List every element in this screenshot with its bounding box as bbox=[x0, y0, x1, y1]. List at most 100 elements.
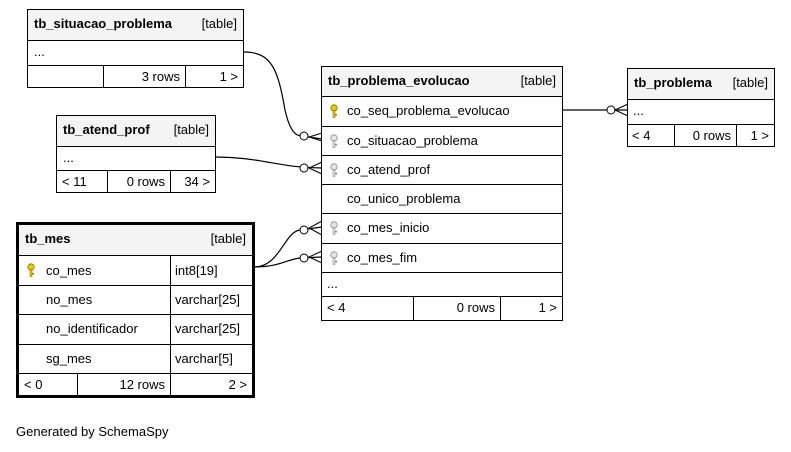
children-count[interactable]: 1 > bbox=[538, 300, 557, 315]
table-header: tb_problema [table] bbox=[628, 69, 774, 99]
table-header: tb_mes [table] bbox=[19, 225, 252, 255]
column-name: co_mes_inicio bbox=[347, 220, 430, 235]
ellipsis-row: ... bbox=[322, 272, 562, 296]
relation-crowfoot bbox=[613, 103, 629, 117]
primary-key-icon bbox=[27, 263, 35, 277]
relation-end-circle bbox=[299, 131, 309, 141]
table-type-tag: [table] bbox=[732, 75, 768, 90]
column-row[interactable]: co_atend_prof bbox=[322, 155, 562, 184]
column-name: co_atend_prof bbox=[347, 162, 431, 177]
ellipsis-row: ... bbox=[628, 99, 774, 124]
table-type-tag: [table] bbox=[201, 16, 237, 31]
column-name-cell: sg_mes bbox=[19, 345, 171, 373]
footer-row: < 4 0 rows 1 > bbox=[322, 296, 562, 320]
children-cell[interactable]: 1 > bbox=[501, 297, 562, 320]
parents-count[interactable]: < 0 bbox=[24, 377, 43, 392]
row-count-cell: 0 rows bbox=[675, 125, 737, 146]
children-count[interactable]: 1 > bbox=[750, 128, 769, 143]
column-row[interactable]: no_identificador varchar[25] bbox=[19, 314, 252, 344]
relation-crowfoot bbox=[307, 161, 323, 175]
generated-by-footer: Generated by SchemaSpy bbox=[16, 424, 169, 439]
parents-cell bbox=[28, 66, 104, 87]
table-tb-atend-prof[interactable]: tb_atend_prof [table] ... < 11 0 rows 34… bbox=[56, 115, 216, 193]
row-count-cell: 0 rows bbox=[108, 171, 171, 192]
table-header: tb_atend_prof [table] bbox=[57, 116, 215, 146]
column-row[interactable]: co_mes_fim bbox=[322, 243, 562, 272]
table-header: tb_situacao_problema [table] bbox=[28, 10, 243, 40]
row-count: 0 rows bbox=[456, 300, 495, 315]
relation-crowfoot bbox=[307, 132, 323, 142]
footer-row: < 0 12 rows 2 > bbox=[19, 373, 252, 395]
children-count[interactable]: 1 > bbox=[219, 69, 238, 84]
footer-row: 3 rows 1 > bbox=[28, 65, 243, 87]
column-name: no_identificador bbox=[46, 321, 138, 336]
table-tb-situacao-problema[interactable]: tb_situacao_problema [table] ... 3 rows … bbox=[27, 9, 244, 88]
table-name[interactable]: tb_problema bbox=[634, 75, 713, 90]
table-name[interactable]: tb_atend_prof bbox=[63, 122, 150, 137]
parents-cell[interactable]: < 4 bbox=[322, 297, 414, 320]
foreign-key-icon bbox=[330, 163, 338, 177]
footer-row: < 4 0 rows 1 > bbox=[628, 124, 774, 146]
parents-count[interactable]: < 4 bbox=[632, 128, 651, 143]
parents-cell[interactable]: < 11 bbox=[57, 171, 108, 192]
row-count: 0 rows bbox=[126, 174, 165, 189]
table-tb-problema[interactable]: tb_problema [table] ... < 4 0 rows 1 > bbox=[627, 68, 775, 147]
table-type-tag: [table] bbox=[520, 73, 556, 88]
relation-crowfoot bbox=[307, 220, 323, 236]
column-row[interactable]: co_situacao_problema bbox=[322, 126, 562, 155]
row-count-cell: 12 rows bbox=[78, 374, 171, 395]
parents-count[interactable]: < 11 bbox=[62, 174, 87, 189]
parents-cell[interactable]: < 4 bbox=[628, 125, 675, 146]
primary-key-icon bbox=[330, 104, 338, 118]
ellipsis-text: ... bbox=[633, 103, 644, 118]
relation-end-circle bbox=[299, 163, 309, 173]
column-row[interactable]: co_mes int8[19] bbox=[19, 255, 252, 285]
column-name: co_mes bbox=[46, 263, 92, 278]
parents-cell[interactable]: < 0 bbox=[19, 374, 78, 395]
column-name-cell: no_identificador bbox=[19, 315, 171, 344]
column-type-cell: varchar[25] bbox=[171, 286, 252, 314]
column-row[interactable]: sg_mes varchar[5] bbox=[19, 344, 252, 373]
column-type-cell: varchar[25] bbox=[171, 315, 252, 344]
children-cell[interactable]: 1 > bbox=[737, 125, 774, 146]
children-cell[interactable]: 1 > bbox=[186, 66, 243, 87]
table-tb-problema-evolucao[interactable]: tb_problema_evolucao [table] co_seq_prob… bbox=[321, 66, 563, 321]
children-count[interactable]: 2 > bbox=[228, 377, 247, 392]
row-count: 3 rows bbox=[141, 69, 180, 84]
children-cell[interactable]: 2 > bbox=[171, 374, 252, 395]
table-type-tag: [table] bbox=[173, 122, 209, 137]
column-name: sg_mes bbox=[46, 351, 92, 366]
ellipsis-text: ... bbox=[63, 150, 74, 165]
ellipsis-row: ... bbox=[57, 146, 215, 170]
column-name-cell: no_mes bbox=[19, 286, 171, 314]
column-row[interactable]: no_mes varchar[25] bbox=[19, 285, 252, 314]
ellipsis-text: ... bbox=[327, 276, 338, 291]
column-row[interactable]: co_unico_problema bbox=[322, 184, 562, 213]
table-name[interactable]: tb_mes bbox=[25, 231, 71, 246]
column-type-cell: varchar[5] bbox=[171, 345, 252, 373]
footer-row: < 11 0 rows 34 > bbox=[57, 170, 215, 192]
ellipsis-text: ... bbox=[34, 44, 45, 59]
column-name: co_unico_problema bbox=[347, 191, 461, 206]
column-row[interactable]: co_mes_inicio bbox=[322, 213, 562, 243]
column-type: varchar[25] bbox=[175, 292, 241, 307]
row-count-cell: 3 rows bbox=[104, 66, 186, 87]
relation-end-circle bbox=[606, 105, 616, 115]
relation-end-circle bbox=[299, 225, 309, 235]
children-cell[interactable]: 34 > bbox=[171, 171, 215, 192]
children-count[interactable]: 34 > bbox=[184, 174, 210, 189]
column-name: no_mes bbox=[46, 292, 93, 307]
foreign-key-icon bbox=[330, 221, 338, 235]
column-name: co_mes_fim bbox=[347, 250, 418, 265]
table-name[interactable]: tb_situacao_problema bbox=[34, 16, 172, 31]
column-row[interactable]: co_seq_problema_evolucao bbox=[322, 96, 562, 126]
relation-situacao-problema bbox=[243, 51, 323, 140]
parents-count[interactable]: < 4 bbox=[327, 300, 346, 315]
table-type-tag: [table] bbox=[210, 231, 246, 246]
table-name[interactable]: tb_problema_evolucao bbox=[328, 73, 470, 88]
relation-crowfoot bbox=[307, 250, 323, 264]
column-type-cell: int8[19] bbox=[171, 256, 252, 285]
row-count: 0 rows bbox=[692, 128, 731, 143]
table-tb-mes[interactable]: tb_mes [table] co_mes int8[19] no_mes va… bbox=[16, 222, 255, 398]
